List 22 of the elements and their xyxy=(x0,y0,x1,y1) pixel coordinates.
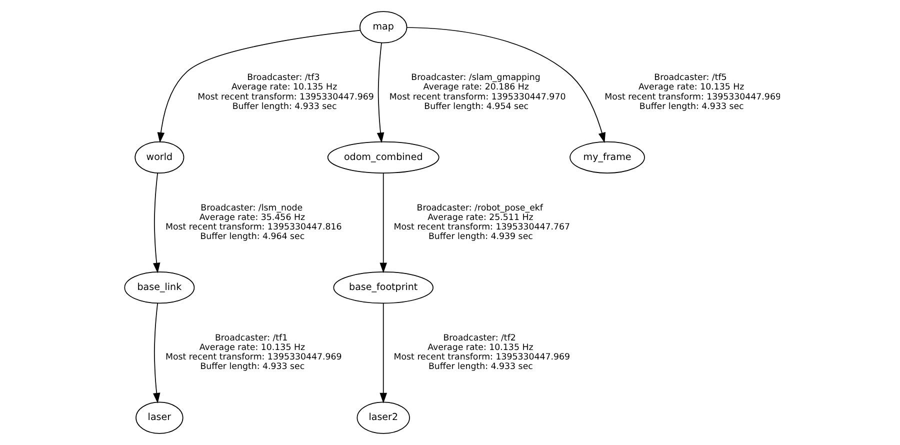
arrow xyxy=(156,30,360,143)
edge-label: Broadcaster: /tf3 Average rate: 10.135 Hz Most recent transform: 1395330447.969 Buffer length: 4.933 sec xyxy=(197,73,374,112)
node-ellipse: laser xyxy=(135,402,183,434)
edge-label: Broadcaster: /tf5 Average rate: 10.135 Hz Most recent transform: 1395330447.969 Buffer length: 4.933 sec xyxy=(604,73,780,112)
node-ellipse: odom_combined xyxy=(326,141,439,174)
edge-label: Broadcaster: /tf2 Average rate: 10.135 Hz Most recent transform: 1395330447.969 Buffer length: 4.933 sec xyxy=(393,334,570,372)
arrow xyxy=(152,172,160,274)
edge-label: Broadcaster: /lsm_node Average rate: 35.456 Hz Most recent transform: 1395330447.816 Buffer length: 4.964 sec xyxy=(165,203,342,242)
edge-label: Broadcaster: /tf1 Average rate: 10.135 Hz Most recent transform: 1395330447.969 Buffer length: 4.933 sec xyxy=(165,334,342,372)
node-ellipse: base_footprint xyxy=(332,272,433,304)
node-ellipse: my_frame xyxy=(569,141,644,174)
arrow xyxy=(379,303,387,404)
arrow xyxy=(406,27,606,144)
node-ellipse: base_link xyxy=(124,272,194,304)
node-ellipse: world xyxy=(134,141,184,174)
edge-label: Broadcaster: /robot_pose_ekf Average rate: 25.511 Hz Most recent transform: 1395330447.767 Buffer length: 4.939 sec xyxy=(393,203,570,242)
node-ellipse: map xyxy=(359,11,407,44)
node-ellipse: laser2 xyxy=(356,402,410,434)
edge-label: Broadcaster: /slam_gmapping Average rate: 20.186 Hz Most recent transform: 1395330447.970 Buffer length: 4.954 sec xyxy=(388,73,566,112)
arrow xyxy=(376,42,384,144)
arrow xyxy=(152,302,160,404)
arrow xyxy=(379,172,387,274)
